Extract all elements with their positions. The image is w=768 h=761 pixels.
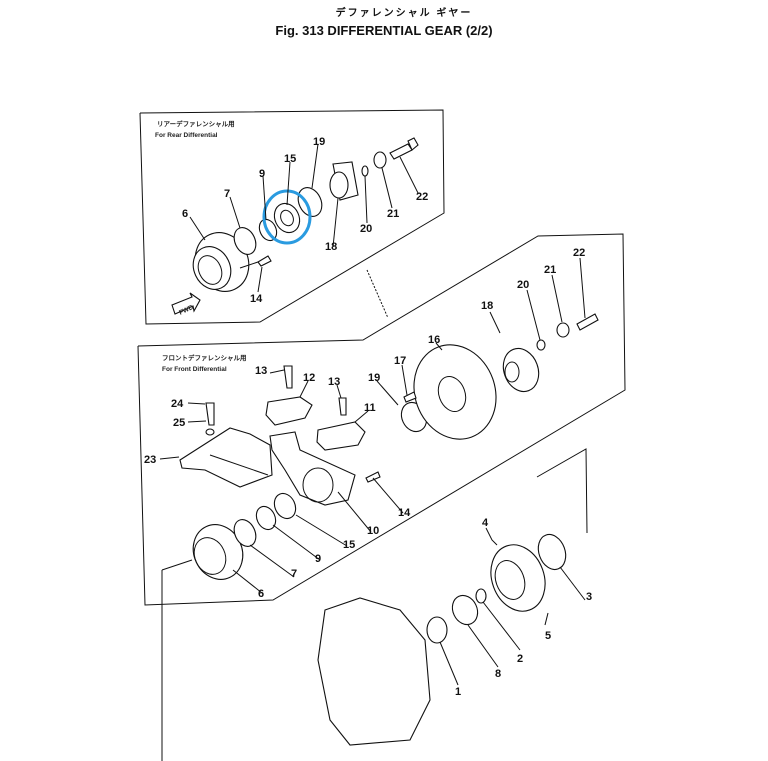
- rear-bearing-15: [273, 202, 301, 234]
- callout-front-10: 10: [367, 525, 379, 537]
- rear-oring-20: [361, 165, 369, 177]
- fwd-arrow-icon: FWD: [171, 292, 201, 317]
- callout-front-20: 20: [517, 279, 529, 291]
- diff-case-4-5: [490, 544, 546, 612]
- rear-bolt-14: [257, 255, 272, 267]
- callout-front-15: 15: [343, 539, 355, 551]
- callout-front-13a: 13: [255, 365, 267, 377]
- spring-connector: [366, 269, 389, 319]
- callout-front-16: 16: [428, 334, 440, 346]
- callout-5: 5: [545, 630, 551, 642]
- rear-caption-en: For Rear Differential: [155, 132, 218, 139]
- front-bearing-9: [255, 505, 277, 531]
- rear-panel-frame: [139, 109, 445, 325]
- callout-front-22: 22: [573, 247, 585, 259]
- callout-rear-20: 20: [360, 223, 372, 235]
- rear-flange-18: [329, 161, 359, 201]
- ring-race-b: [451, 594, 479, 626]
- callout-front-21: 21: [544, 264, 556, 276]
- front-caption-en: For Front Differential: [162, 366, 227, 373]
- callout-front-12: 12: [303, 372, 315, 384]
- front-plate-12: [265, 396, 313, 426]
- callout-front-9: 9: [315, 553, 321, 565]
- callout-4: 4: [482, 517, 489, 529]
- front-washer-21: [556, 322, 570, 338]
- callout-rear-15: 15: [284, 153, 296, 165]
- callout-1: 1: [455, 686, 461, 698]
- callout-3: 3: [586, 591, 592, 603]
- title-japanese: デファレンシャル ギヤー: [335, 8, 473, 19]
- front-carrier-10: [269, 431, 356, 506]
- callout-front-14: 14: [398, 507, 411, 519]
- callout-front-24: 24: [171, 398, 184, 410]
- front-bearing-15: [273, 492, 297, 520]
- rear-seal-19: [297, 187, 323, 217]
- front-caption-jp: フロントデファレンシャル用: [162, 353, 247, 362]
- callout-front-7: 7: [291, 568, 297, 580]
- rear-caption-jp: リアーデファレンシャル用: [157, 119, 235, 128]
- figure-title: Fig. 313 DIFFERENTIAL GEAR (2/2): [275, 23, 493, 38]
- front-washer-25: [205, 428, 215, 436]
- front-bracket-23: [179, 427, 273, 488]
- callout-rear-9: 9: [259, 168, 265, 180]
- highlight-circle: [262, 189, 312, 245]
- callout-2: 2: [517, 653, 523, 665]
- front-bolt-24: [205, 402, 215, 426]
- front-oring-20: [536, 339, 546, 351]
- callout-rear-21: 21: [387, 208, 399, 220]
- callout-front-23: 23: [144, 454, 156, 466]
- callout-rear-19: 19: [313, 136, 325, 148]
- leader-lines: [159, 143, 586, 761]
- case-1: [317, 597, 431, 746]
- rear-bolt-22: [389, 137, 419, 160]
- rear-hub-6: [192, 232, 250, 292]
- ring-3: [537, 533, 567, 571]
- callout-rear-22: 22: [416, 191, 428, 203]
- front-bolt-13b: [338, 397, 347, 416]
- front-bolt-17: [403, 391, 417, 403]
- callout-front-6: 6: [258, 588, 264, 600]
- front-bolt-13a: [283, 365, 293, 389]
- callout-8: 8: [495, 668, 501, 680]
- front-flange-18: [502, 347, 540, 393]
- callout-rear-6: 6: [182, 208, 188, 220]
- callout-front-18: 18: [481, 300, 493, 312]
- washer-2: [475, 588, 487, 604]
- front-bolt-14: [365, 471, 381, 483]
- callout-front-25: 25: [173, 417, 185, 429]
- rear-race-7: [233, 227, 257, 255]
- callout-front-19: 19: [368, 372, 380, 384]
- callout-front-13b: 13: [328, 376, 340, 388]
- pinion-8: [426, 616, 448, 644]
- callout-front-11: 11: [364, 402, 376, 414]
- front-plate-11: [316, 421, 366, 451]
- front-panel-frame: [137, 233, 626, 606]
- callout-rear-14: 14: [250, 293, 263, 305]
- rear-washer-21: [373, 151, 387, 169]
- front-bolt-22: [576, 313, 599, 331]
- callout-front-17: 17: [394, 355, 406, 367]
- main-panel-frame: [536, 448, 588, 534]
- front-disc-16: [413, 344, 497, 440]
- callout-rear-7: 7: [224, 188, 230, 200]
- callout-rear-18: 18: [325, 241, 337, 253]
